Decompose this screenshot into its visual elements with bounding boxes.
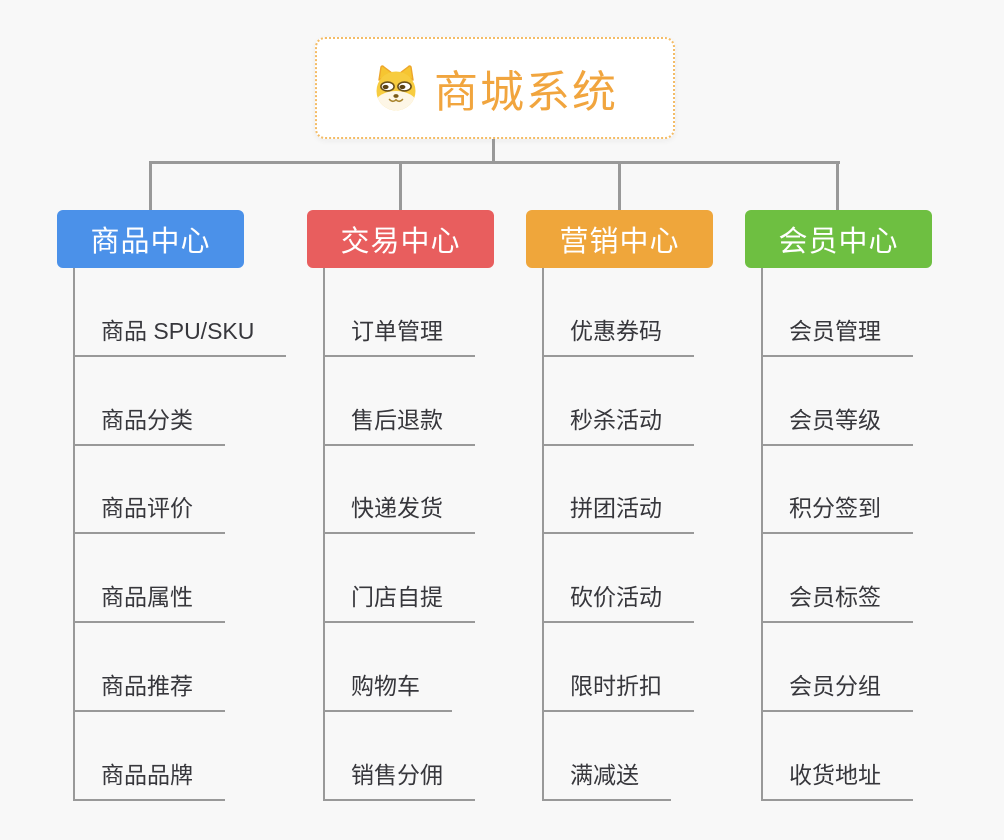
- list-item[interactable]: 满减送: [544, 712, 782, 801]
- list-item[interactable]: 门店自提: [325, 534, 563, 624]
- list-item[interactable]: 订单管理: [325, 268, 563, 357]
- list-item[interactable]: 砍价活动: [544, 534, 782, 624]
- list-item[interactable]: 限时折扣: [544, 623, 782, 713]
- list-item[interactable]: 积分签到: [763, 446, 1001, 535]
- item-label: 购物车: [325, 667, 452, 713]
- list-item[interactable]: 商品品牌: [75, 712, 313, 801]
- item-label: 快递发货: [325, 489, 475, 535]
- list-item[interactable]: 商品属性: [75, 534, 313, 624]
- list-item[interactable]: 会员标签: [763, 534, 1001, 624]
- dog-face-icon: [372, 64, 420, 112]
- list-item[interactable]: 优惠券码: [544, 268, 782, 357]
- item-label: 门店自提: [325, 578, 475, 624]
- item-column-marketing-center: 优惠券码 秒杀活动 拼团活动 砍价活动 限时折扣 满减送: [542, 268, 782, 801]
- item-label: 收货地址: [763, 756, 913, 801]
- item-label: 会员标签: [763, 578, 913, 624]
- branch-node-product-center[interactable]: 商品中心: [57, 210, 244, 268]
- list-item[interactable]: 售后退款: [325, 357, 563, 446]
- list-item[interactable]: 会员等级: [763, 357, 1001, 446]
- root-node-mall-system[interactable]: 商城系统: [315, 37, 675, 139]
- item-label: 会员管理: [763, 312, 913, 357]
- connector-drop-marketing: [618, 161, 621, 210]
- connector-drop-trade: [399, 161, 402, 210]
- branch-node-trade-center[interactable]: 交易中心: [307, 210, 494, 268]
- item-label: 售后退款: [325, 401, 475, 446]
- item-label: 商品评价: [75, 489, 225, 535]
- connector-root-stem: [492, 139, 495, 164]
- list-item[interactable]: 商品推荐: [75, 623, 313, 713]
- item-column-product-center: 商品 SPU/SKU 商品分类 商品评价 商品属性 商品推荐 商品品牌: [73, 268, 313, 801]
- item-label: 拼团活动: [544, 489, 694, 535]
- branch-node-member-center[interactable]: 会员中心: [745, 210, 932, 268]
- item-label: 商品品牌: [75, 756, 225, 801]
- item-label: 优惠券码: [544, 312, 694, 357]
- item-label: 销售分佣: [325, 756, 475, 801]
- item-label: 会员等级: [763, 401, 913, 446]
- item-label: 商品分类: [75, 401, 225, 446]
- item-label: 积分签到: [763, 489, 913, 535]
- connector-drop-members: [836, 161, 839, 210]
- item-label: 秒杀活动: [544, 401, 694, 446]
- connector-horizontal-bar: [149, 161, 840, 164]
- list-item[interactable]: 销售分佣: [325, 712, 563, 801]
- list-item[interactable]: 收货地址: [763, 712, 1001, 801]
- item-column-trade-center: 订单管理 售后退款 快递发货 门店自提 购物车 销售分佣: [323, 268, 563, 801]
- list-item[interactable]: 商品评价: [75, 446, 313, 535]
- connector-drop-products: [149, 161, 152, 210]
- list-item[interactable]: 拼团活动: [544, 446, 782, 535]
- item-label: 会员分组: [763, 667, 913, 713]
- list-item[interactable]: 商品 SPU/SKU: [75, 268, 313, 357]
- item-column-member-center: 会员管理 会员等级 积分签到 会员标签 会员分组 收货地址: [761, 268, 1001, 801]
- list-item[interactable]: 会员管理: [763, 268, 1001, 357]
- item-label: 订单管理: [325, 312, 475, 357]
- list-item[interactable]: 购物车: [325, 623, 563, 713]
- list-item[interactable]: 商品分类: [75, 357, 313, 446]
- item-label: 满减送: [544, 756, 671, 801]
- item-label: 砍价活动: [544, 578, 694, 624]
- root-title: 商城系统: [434, 68, 618, 117]
- item-label: 商品推荐: [75, 667, 225, 713]
- item-label: 商品 SPU/SKU: [75, 312, 287, 357]
- list-item[interactable]: 秒杀活动: [544, 357, 782, 446]
- item-label: 限时折扣: [544, 667, 694, 713]
- item-label: 商品属性: [75, 578, 225, 624]
- branch-node-marketing-center[interactable]: 营销中心: [526, 210, 713, 268]
- list-item[interactable]: 快递发货: [325, 446, 563, 535]
- list-item[interactable]: 会员分组: [763, 623, 1001, 713]
